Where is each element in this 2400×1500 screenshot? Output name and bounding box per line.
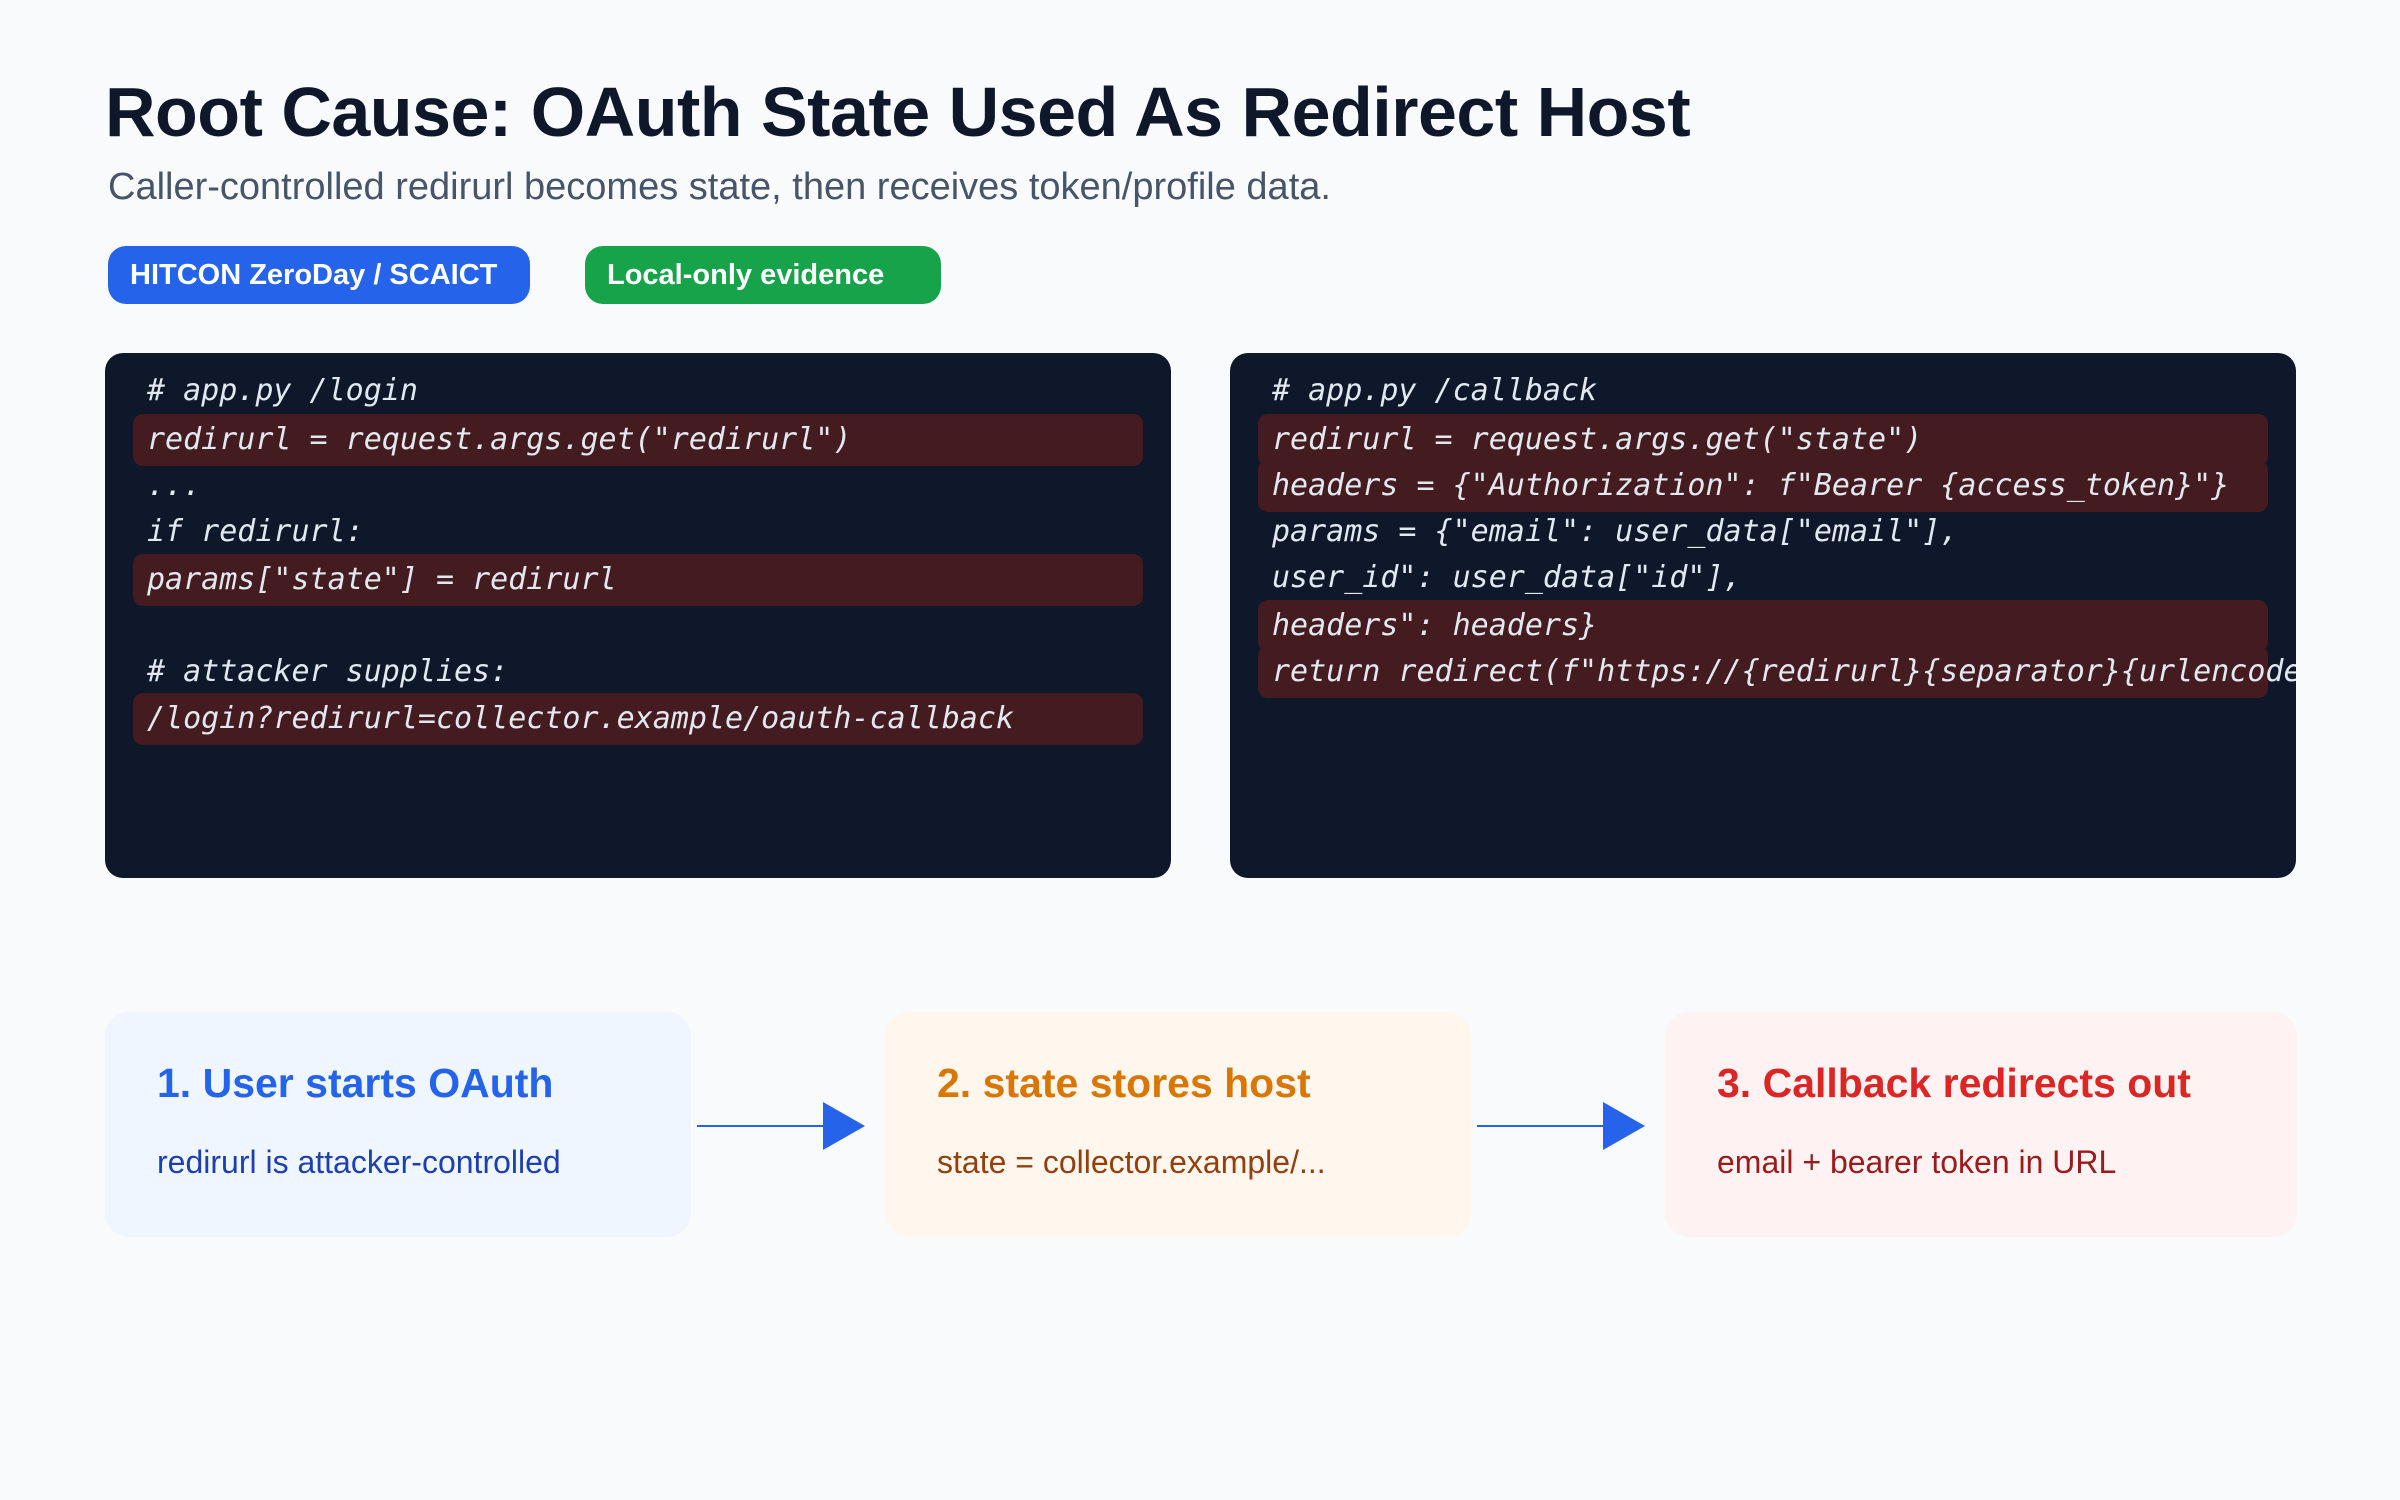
badge-hitcon: HITCON ZeroDay / SCAICT [108, 246, 530, 304]
code-line: headers = {"Authorization": f"Bearer {ac… [1272, 468, 2230, 503]
code-line: params["state"] = redirurl [147, 562, 617, 597]
step-callback-redirects-out: 3. Callback redirects out email + bearer… [1665, 1012, 2297, 1237]
code-highlight [1258, 600, 2268, 652]
code-line: # attacker supplies: [147, 654, 509, 689]
code-line: if redirurl: [147, 514, 364, 549]
code-line: params = {"email": user_data["email"], [1272, 514, 1959, 549]
code-highlight [1258, 646, 2268, 698]
step-state-stores-host: 2. state stores host state = collector.e… [885, 1012, 1471, 1237]
code-line: redirurl = request.args.get("redirurl") [147, 422, 852, 457]
step-user-starts-oauth: 1. User starts OAuth redirurl is attacke… [105, 1012, 691, 1237]
page-subtitle: Caller-controlled redirurl becomes state… [108, 166, 1331, 208]
step-description: email + bearer token in URL [1717, 1144, 2117, 1180]
code-line: return redirect(f"https://{redirurl}{sep… [1272, 654, 2296, 689]
code-line: # app.py /callback [1272, 373, 1598, 408]
code-highlight [1258, 460, 2268, 512]
arrow-right-icon [1477, 1102, 1645, 1150]
page-title: Root Cause: OAuth State Used As Redirect… [105, 73, 1691, 151]
step-title: 2. state stores host [937, 1060, 1311, 1106]
code-line: redirurl = request.args.get("state") [1272, 422, 1923, 457]
step-description: state = collector.example/... [937, 1144, 1326, 1180]
step-title: 3. Callback redirects out [1717, 1060, 2191, 1106]
badge-local-only: Local-only evidence [585, 246, 941, 304]
code-highlight [133, 414, 1143, 466]
code-highlight [133, 554, 1143, 606]
code-panel-callback: # app.py /callback redirurl = request.ar… [1230, 353, 2296, 878]
code-line: user_id": user_data["id"], [1272, 560, 1742, 595]
code-line: headers": headers} [1272, 608, 1598, 643]
code-highlight [1258, 414, 2268, 466]
code-line: /login?redirurl=collector.example/oauth-… [147, 701, 1014, 736]
step-description: redirurl is attacker-controlled [157, 1144, 561, 1180]
code-panel-login: # app.py /login redirurl = request.args.… [105, 353, 1171, 878]
code-line: ... [147, 468, 202, 503]
code-line: # app.py /login [147, 373, 418, 408]
step-title: 1. User starts OAuth [157, 1060, 554, 1106]
arrow-right-icon [697, 1102, 865, 1150]
code-highlight [133, 693, 1143, 745]
